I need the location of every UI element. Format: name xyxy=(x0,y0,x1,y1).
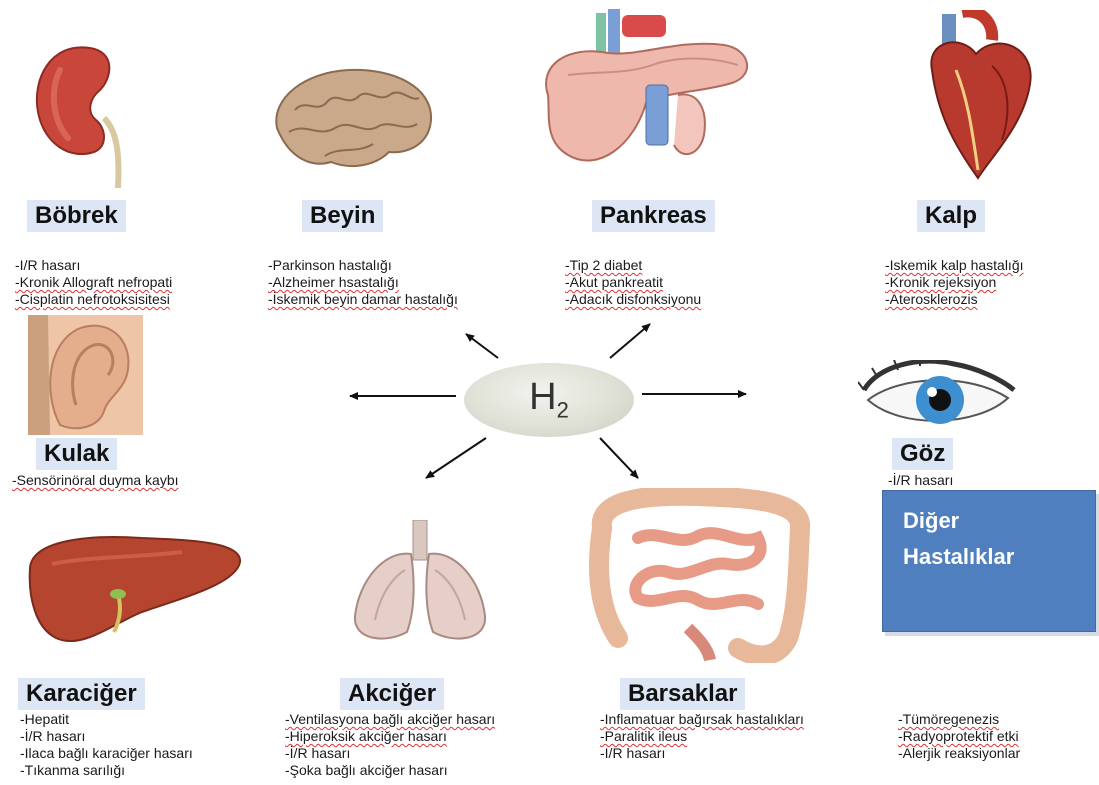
list-item: -Akut pankreatit xyxy=(565,274,701,291)
list-karaciger: -Hepatit -İ/R hasarı -Ilaca bağlı karaci… xyxy=(20,711,193,779)
label-pankreas: Pankreas xyxy=(592,200,715,232)
list-item: -I/R hasarı xyxy=(600,745,804,762)
list-item: -Tümöregenezis xyxy=(898,711,1020,728)
list-item: -Ventilasyona bağlı akciğer hasarı xyxy=(285,711,495,728)
other-diseases-box: Diğer Hastalıklar xyxy=(882,490,1096,632)
other-diseases-title-line2: Hastalıklar xyxy=(883,539,1095,575)
arrow-up-right xyxy=(610,324,650,358)
list-item: -Paralitik ileus xyxy=(600,728,804,745)
arrow-down-right xyxy=(600,438,638,478)
list-item: -Kronik Allograft nefropati xyxy=(15,274,172,291)
label-kalp: Kalp xyxy=(917,200,985,232)
list-item: -Radyoprotektif etki xyxy=(898,728,1020,745)
list-item: -Tip 2 diabet xyxy=(565,257,701,274)
list-item: -Ilaca bağlı karaciğer hasarı xyxy=(20,745,193,762)
list-item: -Sensörinöral duyma kaybı xyxy=(12,472,179,489)
list-diger: -Tümöregenezis -Radyoprotektif etki -Ale… xyxy=(898,711,1020,762)
label-bobrek: Böbrek xyxy=(27,200,126,232)
list-kalp: -Iskemik kalp hastalığı -Kronik rejeksiy… xyxy=(885,257,1024,308)
label-barsaklar: Barsaklar xyxy=(620,678,745,710)
label-goz: Göz xyxy=(892,438,953,470)
list-bobrek: -I/R hasarı -Kronik Allograft nefropati … xyxy=(15,257,172,308)
list-item: -Aterosklerozis xyxy=(885,291,1024,308)
label-kulak: Kulak xyxy=(36,438,117,470)
arrow-up-left xyxy=(466,334,498,358)
list-akciger: -Ventilasyona bağlı akciğer hasarı -Hipe… xyxy=(285,711,495,779)
other-diseases-title-line1: Diğer xyxy=(883,491,1095,539)
list-item: -Adacık disfonksiyonu xyxy=(565,291,701,308)
list-item: -Kronik rejeksiyon xyxy=(885,274,1024,291)
list-item: -Hiperoksik akciğer hasarı xyxy=(285,728,495,745)
list-item: -Inflamatuar bağırsak hastalıkları xyxy=(600,711,804,728)
list-item: -İ/R hasarı xyxy=(888,472,953,489)
list-item: -Alerjik reaksiyonlar xyxy=(898,745,1020,762)
list-goz: -İ/R hasarı xyxy=(888,472,953,489)
list-item: -İskemik beyin damar hastalığı xyxy=(268,291,458,308)
list-item: -Hepatit xyxy=(20,711,193,728)
list-item: -İ/R hasarı xyxy=(20,728,193,745)
label-akciger: Akciğer xyxy=(340,678,444,710)
list-item: -Alzheimer hsastalığı xyxy=(268,274,458,291)
list-pankreas: -Tip 2 diabet -Akut pankreatit -Adacık d… xyxy=(565,257,701,308)
list-item: -Tıkanma sarılığı xyxy=(20,762,193,779)
list-item: -Iskemik kalp hastalığı xyxy=(885,257,1024,274)
list-item: -Şoka bağlı akciğer hasarı xyxy=(285,762,495,779)
list-item: -Parkinson hastalığı xyxy=(268,257,458,274)
h2-label: H2 xyxy=(529,376,569,424)
list-item: -Cisplatin nefrotoksisitesi xyxy=(15,291,172,308)
list-barsaklar: -Inflamatuar bağırsak hastalıkları -Para… xyxy=(600,711,804,762)
label-karaciger: Karaciğer xyxy=(18,678,145,710)
list-item: -İ/R hasarı xyxy=(285,745,495,762)
arrow-down-left xyxy=(426,438,486,478)
list-kulak: -Sensörinöral duyma kaybı xyxy=(12,472,179,489)
list-item: -I/R hasarı xyxy=(15,257,172,274)
label-beyin: Beyin xyxy=(302,200,383,232)
list-beyin: -Parkinson hastalığı -Alzheimer hsastalı… xyxy=(268,257,458,308)
h2-center-node: H2 xyxy=(464,363,634,437)
